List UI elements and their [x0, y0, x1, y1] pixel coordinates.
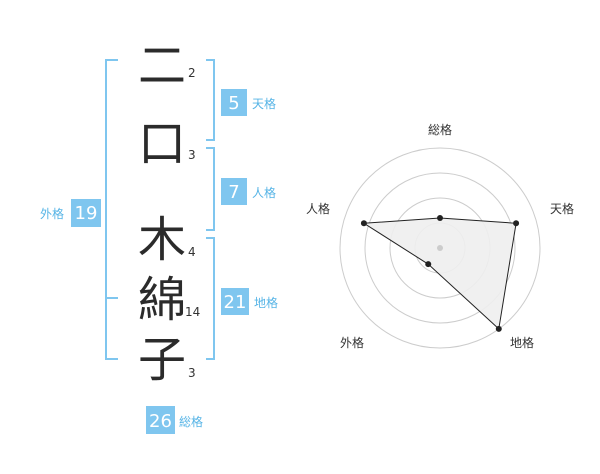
radar-axis-label-soukaku: 総格 [428, 122, 452, 137]
radar-area [362, 217, 517, 330]
radar-point-3 [425, 261, 432, 268]
soukaku-value-bg [146, 406, 175, 434]
radar-center-dot [437, 245, 443, 251]
radar-point-4 [360, 220, 367, 227]
outer-left-bracket [105, 59, 118, 360]
stroke-count-5: 3 [188, 366, 196, 380]
radar-point-1 [513, 220, 520, 227]
name-characters: 二 口 木 綿 子 [138, 38, 186, 388]
name-char-1: 二 [138, 38, 186, 94]
gaikaku-value-bg [71, 199, 101, 227]
jinkaku-value: 7 [228, 182, 239, 203]
name-char-4: 綿 [138, 272, 186, 328]
jinkaku-value-bg [221, 178, 247, 205]
chikaku-value-bg [221, 288, 249, 315]
name-char-3: 木 [138, 212, 186, 268]
stroke-count-2: 3 [188, 148, 196, 162]
jinkaku-bracket [206, 147, 215, 231]
radar-point-0 [437, 215, 443, 221]
tenkaku-label: 天格 [252, 96, 276, 111]
stroke-count-4: 14 [185, 305, 200, 319]
stroke-count-3: 4 [188, 245, 196, 259]
chikaku-box: 21 地格 [221, 288, 278, 315]
name-char-2: 口 [138, 116, 186, 172]
stroke-counts: 2 3 4 14 3 [185, 66, 200, 380]
tenkaku-bracket [206, 59, 215, 141]
jinkaku-box: 7 人格 [221, 178, 276, 205]
tenkaku-value-bg [221, 89, 247, 116]
radar-axis-label-gaikaku: 外格 [340, 335, 364, 350]
tenkaku-value: 5 [228, 93, 239, 114]
radar-points [360, 215, 520, 332]
gaikaku-value: 19 [75, 203, 98, 224]
radar-axis-label-chikaku: 地格 [510, 335, 534, 350]
gaikaku-label: 外格 [40, 206, 64, 221]
radar-ring [364, 172, 516, 324]
tenkaku-box: 5 天格 [221, 89, 276, 116]
name-char-5: 子 [138, 332, 186, 388]
chikaku-value: 21 [224, 292, 247, 313]
soukaku-value: 26 [149, 411, 172, 432]
jinkaku-label: 人格 [252, 185, 276, 200]
radar-axis-label-tenkaku: 天格 [550, 201, 574, 216]
brackets [105, 59, 215, 360]
radar-ring [339, 147, 541, 349]
radar-chart: 総格 天格 地格 外格 人格 [306, 122, 574, 350]
soukaku-label: 総格 [179, 414, 203, 429]
radar-point-2 [495, 325, 502, 332]
chikaku-label: 地格 [254, 295, 278, 310]
soukaku-box: 26 総格 [146, 406, 203, 434]
radar-axis-label-jinkaku: 人格 [306, 201, 330, 216]
chikaku-bracket [206, 237, 215, 360]
gaikaku-box: 19 外格 [40, 199, 101, 227]
stroke-count-1: 2 [188, 66, 196, 80]
